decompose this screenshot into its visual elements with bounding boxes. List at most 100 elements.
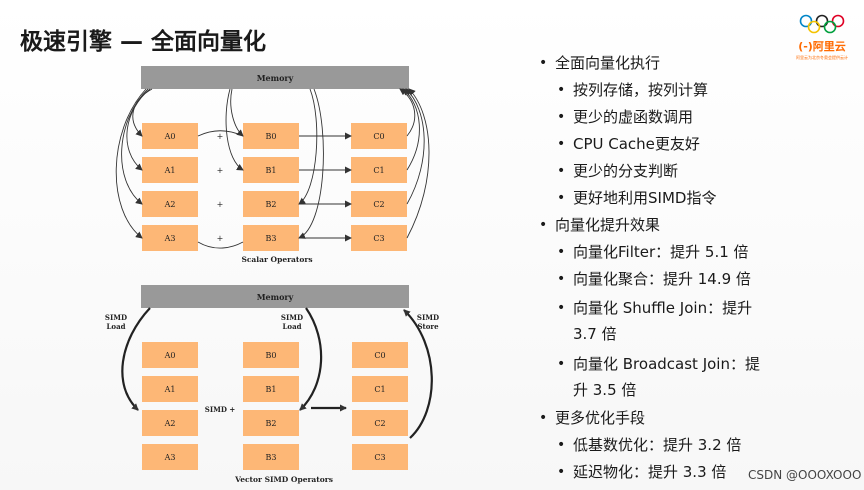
ring-black	[815, 14, 829, 28]
simd-cell-c2	[352, 410, 408, 436]
ring-yellow	[807, 20, 821, 34]
scalar-label-a3: A3	[164, 234, 176, 243]
scalar-label-b0: B0	[266, 132, 277, 141]
scalar-cell-a1	[142, 157, 198, 183]
scalar-label-a1: A1	[164, 166, 176, 175]
simd-caption: Vector SIMD Operators	[234, 475, 333, 484]
scalar-label-b3: B3	[266, 234, 277, 243]
simd-load-mid-line1: SIMD	[281, 313, 303, 322]
scalar-plus-signs: + + + +	[217, 132, 224, 243]
bullet-section-1: 全面向量化执行	[535, 52, 855, 79]
bullet-text: 向量化Filter：提升 5.1 倍	[573, 243, 749, 261]
scalar-a-column: A0 A1 A2 A3	[142, 123, 198, 251]
simd-store-line2: Store	[417, 322, 439, 331]
watermark: CSDN @OOOXOOO	[748, 468, 862, 482]
slide-title: 极速引擎 — 全面向量化	[20, 29, 267, 55]
scalar-cell-c2	[351, 191, 407, 217]
bullet-item: 按列存储，按列计算	[535, 79, 855, 106]
vectorization-diagram: Memory A0 A1 A2 A3 + + + + B0 B1 B2 B3 C…	[105, 66, 439, 484]
bullet-item: CPU Cache更友好	[535, 133, 855, 160]
bullet-item: 向量化聚合：提升 14.9 倍	[535, 268, 855, 295]
simd-load-left-line1: SIMD	[105, 313, 127, 322]
bullet-item: 向量化 Broadcast Join：提 升 3.5 倍	[535, 351, 855, 407]
bullet-text-line1: 向量化 Broadcast Join：提	[573, 355, 760, 373]
scalar-b-column: B0 B1 B2 B3	[243, 123, 299, 251]
simd-label-c0: C0	[374, 351, 385, 360]
scalar-label-c3: C3	[373, 234, 384, 243]
bullet-text-line2: 升 3.5 倍	[573, 381, 637, 399]
arrow-mem-b0	[230, 88, 244, 137]
simd-label-b2: B2	[266, 419, 277, 428]
scalar-cell-c3	[351, 225, 407, 251]
simd-load-left-line2: Load	[106, 322, 125, 331]
arrow-c3-mem	[406, 88, 430, 239]
simd-label-a1: A1	[164, 385, 176, 394]
simd-cell-a1	[142, 376, 198, 402]
brand-name: (-)阿里云	[798, 40, 846, 53]
bullet-text: 向量化聚合：提升 14.9 倍	[573, 270, 751, 288]
scalar-cell-b3	[243, 225, 299, 251]
simd-label-a0: A0	[164, 351, 176, 360]
simd-op-label: SIMD +	[205, 405, 236, 414]
bullet-text-line2: 3.7 倍	[573, 325, 617, 343]
simd-arrows	[121, 307, 433, 439]
ring-green	[823, 20, 837, 34]
simd-label-a3: A3	[164, 453, 176, 462]
scalar-cell-b1	[243, 157, 299, 183]
simd-cell-c0	[352, 342, 408, 368]
ring-blue	[799, 14, 813, 28]
simd-label-a2: A2	[164, 419, 176, 428]
scalar-memory-label: Memory	[257, 73, 294, 83]
simd-cell-b1	[243, 376, 299, 402]
scalar-caption: Scalar Operators	[241, 255, 312, 264]
simd-a-column: A0 A1 A2 A3	[142, 342, 198, 470]
scalar-op-0: +	[217, 132, 224, 141]
scalar-op-2: +	[217, 200, 224, 209]
scalar-cell-a3	[142, 225, 198, 251]
arrow-c2-mem	[405, 88, 425, 205]
scalar-arrows	[115, 88, 430, 249]
arrow-simd-store	[403, 309, 433, 439]
simd-cell-a2	[142, 410, 198, 436]
scalar-label-a2: A2	[164, 200, 176, 209]
simd-memory-label: Memory	[257, 292, 294, 302]
scalar-cell-b2	[243, 191, 299, 217]
arrow-mem-a2	[121, 88, 149, 205]
simd-memory-bar	[141, 285, 409, 308]
simd-label-c2: C2	[374, 419, 385, 428]
simd-store-line1: SIMD	[417, 313, 439, 322]
bullet-item: 更好地利用SIMD指令	[535, 187, 855, 214]
simd-cell-c1	[352, 376, 408, 402]
simd-c-column: C0 C1 C2 C3	[352, 342, 408, 470]
simd-cell-b2	[243, 410, 299, 436]
arrow-a0-b	[197, 130, 244, 137]
arrow-a3-b3	[197, 241, 244, 249]
simd-cell-b3	[243, 444, 299, 470]
scalar-cell-c0	[351, 123, 407, 149]
bullet-item: 向量化Filter：提升 5.1 倍	[535, 241, 855, 268]
bullet-item: 更少的分支判断	[535, 160, 855, 187]
scalar-cell-a0	[142, 123, 198, 149]
scalar-cell-b0	[243, 123, 299, 149]
arrow-simd-load-a	[121, 307, 151, 411]
arrow-mem-b2	[298, 88, 318, 205]
ring-red	[831, 14, 845, 28]
arrow-mem-a1	[126, 88, 151, 171]
simd-cell-c3	[352, 444, 408, 470]
simd-label-c3: C3	[374, 453, 385, 462]
scalar-memory-bar	[141, 66, 409, 89]
scalar-label-c2: C2	[373, 200, 384, 209]
scalar-op-1: +	[217, 166, 224, 175]
scalar-label-b1: B1	[266, 166, 277, 175]
bullet-item: 低基数优化：提升 3.2 倍	[535, 434, 855, 461]
scalar-c-column: C0 C1 C2 C3	[351, 123, 407, 251]
scalar-label-a0: A0	[164, 132, 176, 141]
scalar-label-b2: B2	[266, 200, 277, 209]
simd-cell-a3	[142, 444, 198, 470]
simd-cell-a0	[142, 342, 198, 368]
olympic-rings-icon	[799, 14, 845, 34]
arrow-mem-b3	[298, 88, 324, 239]
arrow-mem-a0	[132, 88, 153, 137]
arrow-mem-b1	[225, 88, 244, 171]
simd-label-b3: B3	[266, 453, 277, 462]
